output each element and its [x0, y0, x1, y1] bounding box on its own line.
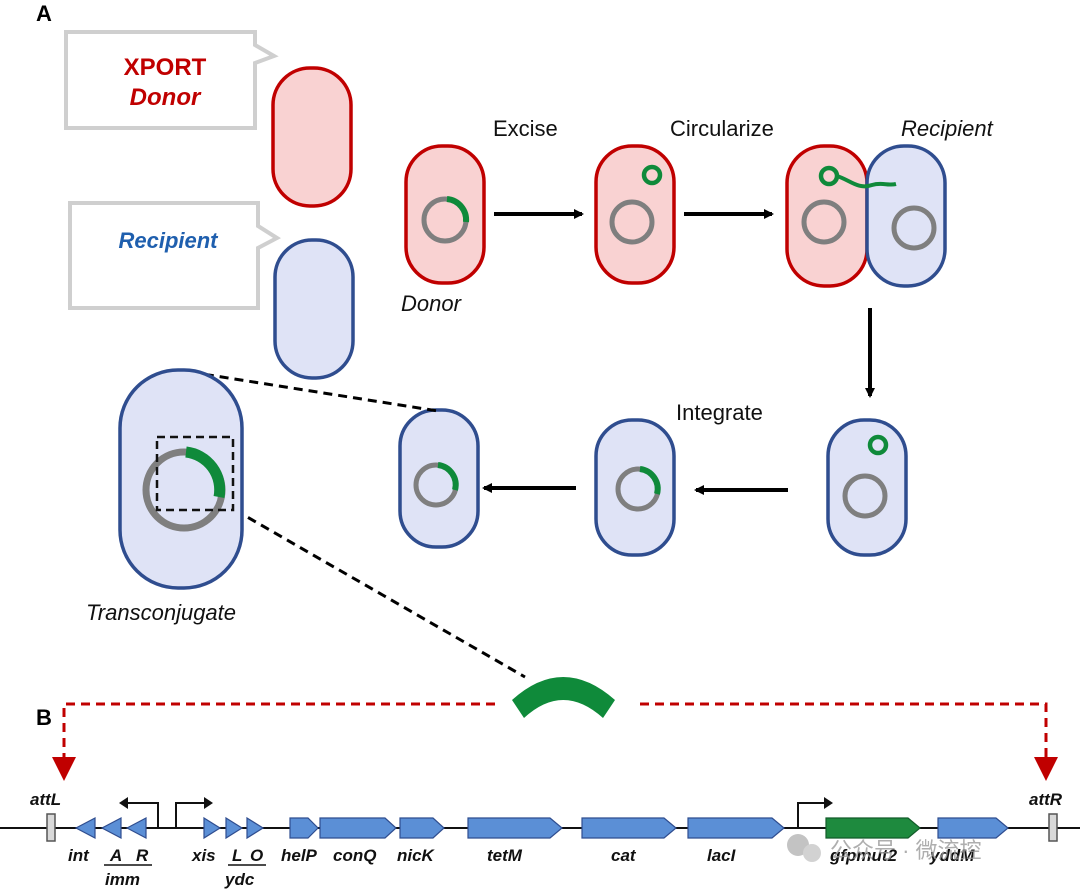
legend-donor-cell: [271, 66, 353, 208]
recipient-cell: [594, 418, 676, 557]
gene-conQ: [319, 817, 397, 839]
integrated-element: [446, 196, 470, 223]
label-R: R: [136, 846, 149, 865]
recipient-cell-integrated: [594, 418, 676, 557]
element-arc: [512, 677, 615, 718]
promoter-left-head: [119, 797, 128, 809]
gene-helP: [289, 817, 319, 839]
zoom-line-bottom: [234, 508, 526, 679]
gene-cat: [581, 817, 677, 839]
chromosome: [842, 473, 888, 519]
panel-label-a: A: [36, 1, 52, 26]
arrowhead-attL: [52, 757, 76, 781]
label-attL: attL: [30, 790, 61, 809]
legend-donor-title: XPORT: [124, 54, 207, 81]
bracket-right: [640, 702, 1048, 762]
gene-A: [100, 817, 122, 839]
bracket-left: [62, 702, 495, 762]
recipient-cell: [826, 418, 908, 557]
integrated-element: [185, 446, 226, 499]
label-xis: xis: [191, 846, 216, 865]
chat-icon-small: [803, 844, 821, 862]
transconjugate-cell-small: [398, 408, 480, 549]
label-yddM: yddM: [929, 846, 975, 865]
donor-chromosome: [801, 199, 847, 245]
integrated-element: [437, 462, 459, 491]
transconjugate-cell-large: [118, 368, 244, 590]
label-conQ: conQ: [333, 846, 376, 865]
gene-arrow: [74, 817, 96, 839]
label-integrate: Integrate: [676, 400, 763, 425]
chromosome: [609, 199, 655, 245]
circular-element: [867, 434, 889, 456]
transconjugate-cell: [118, 368, 244, 590]
zoom-box: [155, 435, 235, 512]
legend-donor: XPORT Donor: [64, 30, 353, 208]
gene-L: [225, 816, 244, 840]
recipient-cell-circle: [826, 418, 908, 557]
circular-element: [641, 164, 663, 186]
donor-cell: [594, 144, 676, 285]
transferring-strand: [836, 174, 897, 189]
promoter-right: [175, 802, 204, 828]
integrated-element: [639, 466, 661, 495]
panel-label-b: B: [36, 705, 52, 730]
attL-site: [46, 813, 56, 842]
recipient-chromosome: [891, 205, 937, 251]
label-transconjugate: Transconjugate: [86, 600, 236, 625]
gene-nicK: [399, 817, 445, 839]
label-circularize: Circularize: [670, 116, 774, 141]
gene-int: [74, 817, 96, 839]
label-tetM: tetM: [487, 846, 523, 865]
legend-recipient-cell: [273, 238, 355, 380]
arrowhead-attR: [1034, 757, 1058, 781]
zoom-line-top: [189, 370, 439, 413]
label-recipient: Recipient: [901, 116, 994, 141]
attR-site: [1048, 813, 1058, 842]
label-lacI: lacI: [707, 846, 737, 865]
gene-R: [125, 817, 147, 839]
label-donor: Donor: [401, 291, 463, 316]
recipient-cell: [865, 144, 947, 288]
promoter-gfp-head: [824, 797, 833, 809]
label-excise: Excise: [493, 116, 558, 141]
label-attR: attR: [1029, 790, 1063, 809]
donor-cell-excised: [594, 144, 676, 285]
gene-yddM: [937, 817, 1009, 839]
conjugation-pair: [785, 144, 947, 288]
gene-gfpmut2: [825, 817, 921, 839]
label-O: O: [250, 846, 263, 865]
transconjugate-cell: [398, 408, 480, 549]
callout-recipient: [68, 201, 281, 310]
donor-cell-initial: [404, 144, 486, 285]
gene-O: [246, 816, 265, 840]
label-int: int: [68, 846, 90, 865]
legend-recipient: Recipient: [68, 201, 355, 380]
gene-tetM: [467, 817, 563, 839]
promoter-right-head: [204, 797, 213, 809]
watermark: 公众号 · 微流控: [787, 834, 982, 863]
label-ydc: ydc: [224, 870, 255, 889]
label-imm: imm: [105, 870, 140, 889]
label-L: L: [232, 846, 242, 865]
legend-recipient-label: Recipient: [118, 228, 219, 253]
gene-lacI: [687, 817, 785, 839]
label-nicK: nicK: [397, 846, 436, 865]
callout-donor: [64, 30, 279, 130]
label-A: A: [109, 846, 122, 865]
donor-cell: [404, 144, 486, 285]
label-gfpmut2: gfpmut2: [829, 846, 898, 865]
gene-xis: [203, 816, 222, 840]
label-helP: helP: [281, 846, 318, 865]
promoter-gfp: [797, 802, 824, 828]
watermark-text: 公众号 · 微流控: [830, 838, 982, 863]
promoter-left: [128, 802, 159, 828]
legend-donor-label: Donor: [130, 84, 202, 111]
label-cat: cat: [611, 846, 637, 865]
